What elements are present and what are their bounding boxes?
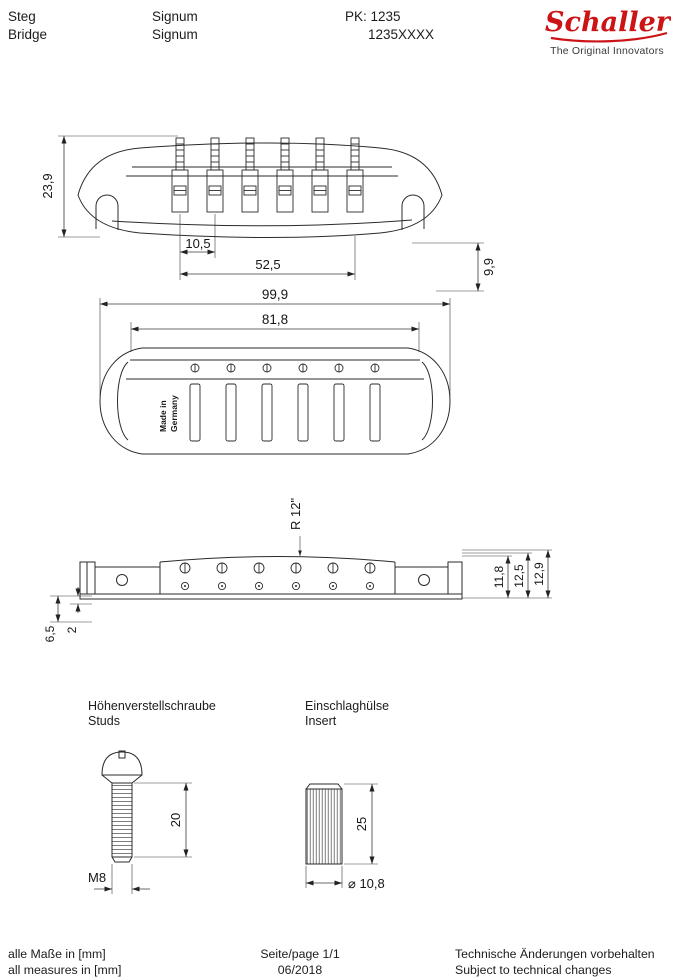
top-string-slot bbox=[333, 363, 345, 442]
logo-tagline: The Original Innovators bbox=[550, 45, 664, 57]
units-note-de: alle Maße in [mm] bbox=[8, 947, 106, 961]
page-info: Seite/page 1/1 06/2018 bbox=[230, 946, 370, 978]
top-view bbox=[99, 347, 451, 455]
changes-note-de: Technische Änderungen vorbehalten bbox=[455, 947, 655, 961]
model-name-en: Signum bbox=[152, 27, 198, 42]
dim-insert-length: 25 bbox=[354, 817, 369, 831]
units-note-en: all measures in [mm] bbox=[8, 963, 122, 977]
dim-height-3: 12,9 bbox=[532, 562, 546, 586]
side-saddle bbox=[364, 562, 376, 591]
header: Steg Bridge Signum Signum PK: 1235 1235X… bbox=[0, 0, 675, 74]
product-name-de: Steg bbox=[8, 9, 36, 24]
logo-text: Schaller bbox=[545, 7, 671, 38]
insert-drawing bbox=[305, 783, 343, 865]
changes-note-en: Subject to technical changes bbox=[455, 963, 612, 977]
stud-dimensions bbox=[94, 782, 192, 894]
top-string-slot bbox=[189, 363, 201, 442]
dim-height-2: 12,5 bbox=[512, 564, 526, 588]
model-name-de: Signum bbox=[152, 9, 198, 24]
top-string-slot bbox=[297, 363, 309, 442]
model-name-block: Signum Signum bbox=[152, 8, 198, 44]
insert-dimensions bbox=[305, 783, 378, 888]
dim-saddle-pitch: 10,5 bbox=[185, 236, 210, 251]
front-saddle bbox=[346, 137, 364, 213]
side-saddle bbox=[179, 562, 191, 591]
side-saddle bbox=[216, 562, 228, 591]
made-in-germany-label-line2: Germany bbox=[169, 395, 179, 432]
insert-label-en: Insert bbox=[305, 714, 337, 728]
part-number: PK: 1235 bbox=[345, 9, 401, 24]
dim-overall-length: 99,9 bbox=[262, 287, 288, 302]
front-saddle bbox=[241, 137, 259, 213]
top-string-slot bbox=[225, 363, 237, 442]
dim-height-1: 11,8 bbox=[492, 565, 506, 588]
top-dimensions bbox=[99, 298, 451, 396]
side-dimensions-left bbox=[50, 587, 92, 623]
studs-label-de: Höhenverstellschraube bbox=[88, 699, 216, 713]
dim-base-height: 6,5 bbox=[43, 625, 57, 642]
page-number: Seite/page 1/1 bbox=[260, 947, 340, 961]
logo-underline-swoosh bbox=[550, 31, 668, 43]
dim-back-height: 9,9 bbox=[481, 258, 496, 276]
dim-insert-diameter: ⌀ 10,8 bbox=[348, 876, 385, 891]
side-dimensions-right bbox=[462, 549, 552, 599]
product-name-block: Steg Bridge bbox=[8, 8, 47, 44]
side-view bbox=[79, 556, 463, 600]
date: 06/2018 bbox=[277, 963, 323, 977]
radius-label: R 12" bbox=[288, 498, 303, 530]
front-saddle bbox=[311, 137, 329, 213]
part-number-block: PK: 1235 1235XXXX bbox=[345, 8, 434, 44]
front-saddle bbox=[276, 137, 294, 213]
units-note: alle Maße in [mm] all measures in [mm] bbox=[8, 946, 121, 978]
dim-plate-thickness: 2 bbox=[65, 626, 79, 633]
front-view bbox=[77, 137, 443, 238]
top-string-slot bbox=[369, 363, 381, 442]
insert-label: Einschlaghülse Insert bbox=[305, 699, 389, 729]
dim-stud-length: 20 bbox=[168, 813, 183, 827]
side-saddle bbox=[253, 562, 265, 591]
front-saddle bbox=[206, 137, 224, 213]
changes-note: Technische Änderungen vorbehalten Subjec… bbox=[455, 946, 655, 978]
made-in-germany-label-line1: Made in bbox=[158, 400, 168, 432]
top-string-slot bbox=[261, 363, 273, 442]
stud-drawing bbox=[101, 750, 143, 863]
product-name-en: Bridge bbox=[8, 27, 48, 42]
studs-label: Höhenverstellschraube Studs bbox=[88, 699, 216, 729]
schaller-logo-script: Schaller bbox=[545, 7, 671, 43]
stud-thread-label: M8 bbox=[88, 870, 106, 885]
studs-label-en: Studs bbox=[88, 714, 120, 728]
schaller-logo: Schaller The Original Innovators bbox=[543, 4, 671, 57]
dim-string-spread: 52,5 bbox=[255, 257, 280, 272]
part-number-code: 1235XXXX bbox=[368, 27, 435, 42]
side-saddle bbox=[290, 562, 302, 591]
side-saddle bbox=[327, 562, 339, 591]
insert-label-de: Einschlaghülse bbox=[305, 699, 390, 713]
front-dimensions bbox=[58, 135, 484, 292]
dim-body-length: 81,8 bbox=[262, 312, 288, 327]
front-saddle bbox=[171, 137, 189, 213]
dim-front-height: 23,9 bbox=[40, 173, 55, 198]
